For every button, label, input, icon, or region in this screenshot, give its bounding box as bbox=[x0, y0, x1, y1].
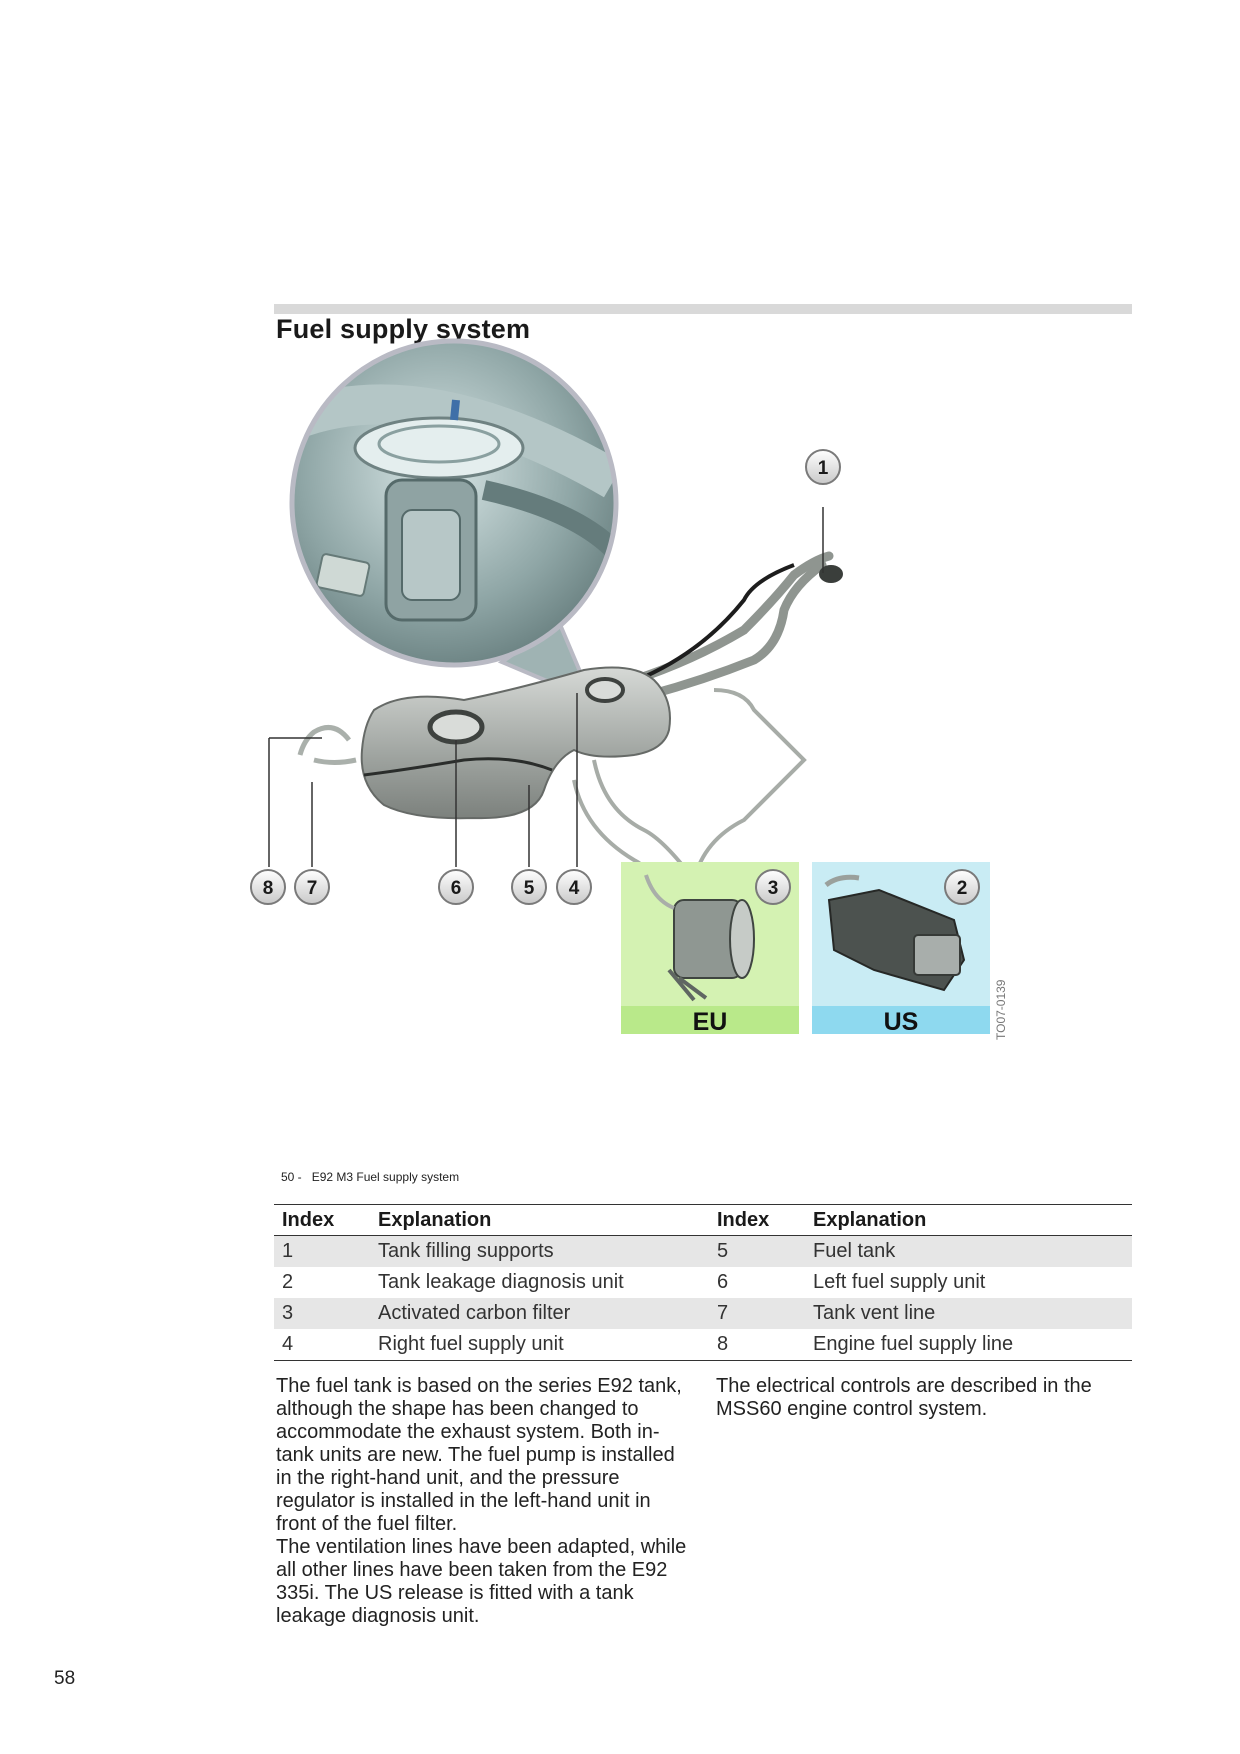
callout-2: 2 bbox=[944, 869, 980, 905]
table-cell: 3 bbox=[274, 1298, 370, 1329]
table-cell: Tank leakage diagnosis unit bbox=[378, 1271, 624, 1293]
table-cell: 8 bbox=[709, 1329, 805, 1361]
svg-text:5: 5 bbox=[524, 878, 535, 899]
body-text-right: The electrical controls are described in… bbox=[716, 1375, 1092, 1420]
callout-5: 5 bbox=[511, 869, 547, 905]
table-row: 3 Activated carbon filter 7 Tank vent li… bbox=[274, 1298, 1132, 1329]
header-index-2: Index bbox=[709, 1204, 805, 1236]
right-supply-unit-flange bbox=[585, 677, 625, 703]
callout-1: 1 bbox=[805, 449, 841, 485]
callout-4: 4 bbox=[556, 869, 592, 905]
callout-3: 3 bbox=[755, 869, 791, 905]
table-row: 2 Tank leakage diagnosis unit 6 Left fue… bbox=[274, 1267, 1132, 1298]
table-cell: 2 bbox=[282, 1271, 294, 1293]
index-table: Index Explanation Index Explanation 1 Ta… bbox=[274, 1204, 1132, 1361]
left-supply-unit-flange bbox=[427, 709, 485, 745]
table-row: 4 Right fuel supply unit 8 Engine fuel s… bbox=[274, 1329, 1132, 1361]
table-cell: 6 bbox=[717, 1271, 729, 1293]
tank-leakage-diagnosis-unit-image bbox=[824, 874, 966, 992]
table-cell: 7 bbox=[709, 1298, 805, 1329]
page-title: Fuel supply system bbox=[276, 314, 531, 344]
figure-number: 50 - bbox=[281, 1170, 302, 1184]
svg-text:8: 8 bbox=[263, 878, 274, 899]
page-number: 58 bbox=[54, 1668, 76, 1689]
figure-caption: 50 - E92 M3 Fuel supply system bbox=[281, 1170, 469, 1184]
body-text-left: The fuel tank is based on the series E92… bbox=[276, 1375, 687, 1627]
table-cell: Fuel tank bbox=[805, 1235, 1132, 1267]
figure-caption-text: E92 M3 Fuel supply system bbox=[311, 1170, 460, 1184]
svg-text:1: 1 bbox=[818, 458, 829, 479]
us-label: US bbox=[884, 1008, 919, 1036]
svg-text:6: 6 bbox=[451, 878, 462, 899]
callout-7: 7 bbox=[294, 869, 330, 905]
table-cell: Activated carbon filter bbox=[370, 1298, 709, 1329]
section-rule bbox=[274, 304, 1132, 314]
fuel-system-illustration: EU US TO07-0139 1 8 7 6 5 4 3 2 bbox=[250, 338, 1148, 1168]
activated-carbon-filter-image bbox=[644, 874, 755, 1002]
filler-neck bbox=[629, 551, 834, 700]
svg-text:7: 7 bbox=[307, 878, 318, 899]
table-cell: 5 bbox=[709, 1235, 805, 1267]
header-index: Index bbox=[274, 1204, 370, 1236]
fuel-tank bbox=[360, 666, 671, 820]
table-cell: Left fuel supply unit bbox=[813, 1271, 986, 1293]
magnified-pump-view bbox=[292, 341, 616, 665]
table-row: 1 Tank filling supports 5 Fuel tank bbox=[274, 1235, 1132, 1267]
svg-text:4: 4 bbox=[569, 878, 580, 899]
svg-text:3: 3 bbox=[768, 878, 779, 899]
table-cell: Right fuel supply unit bbox=[370, 1329, 709, 1361]
header-explanation: Explanation bbox=[370, 1204, 709, 1236]
eu-label-band bbox=[621, 1006, 799, 1034]
table-cell: 1 bbox=[274, 1235, 370, 1267]
callout-8: 8 bbox=[250, 869, 286, 905]
table-header-row: Index Explanation Index Explanation bbox=[274, 1204, 1132, 1236]
table-cell: Engine fuel supply line bbox=[805, 1329, 1132, 1361]
callout-6: 6 bbox=[438, 869, 474, 905]
eu-label: EU bbox=[693, 1008, 728, 1036]
callout-leaders bbox=[268, 507, 824, 867]
reference-code: TO07-0139 bbox=[994, 979, 1008, 1040]
us-label-band bbox=[812, 1006, 990, 1034]
header-explanation-2: Explanation bbox=[805, 1204, 1132, 1236]
table-cell: 4 bbox=[274, 1329, 370, 1361]
table-cell: Tank vent line bbox=[805, 1298, 1132, 1329]
svg-text:2: 2 bbox=[957, 878, 968, 899]
table-cell: Tank filling supports bbox=[370, 1235, 709, 1267]
